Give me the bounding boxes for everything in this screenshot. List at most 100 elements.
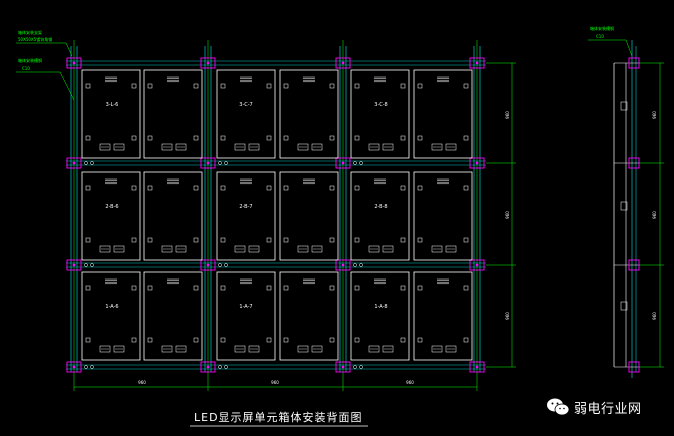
latch-br — [193, 237, 199, 243]
connector — [297, 345, 309, 353]
latch-tl — [417, 285, 423, 291]
latch-tr — [266, 285, 272, 291]
connector — [234, 143, 246, 151]
latch-tl — [220, 185, 226, 191]
bolt-1-0 — [72, 161, 76, 165]
bracket-2-3 — [469, 259, 485, 271]
bracket-2-1 — [200, 259, 216, 271]
latch-tr — [193, 185, 199, 191]
latch-tr — [463, 185, 469, 191]
connector — [311, 245, 323, 253]
cabinet-cells — [81, 69, 473, 361]
bracket-3-1 — [200, 361, 216, 373]
connector — [248, 345, 260, 353]
anchor-hole-m-2-2 — [353, 365, 357, 369]
connector — [161, 345, 173, 353]
latch-tl — [85, 185, 91, 191]
cabinet-r1c1 — [81, 69, 141, 159]
led-screen-frame — [16, 39, 633, 391]
latch-bl — [417, 135, 423, 141]
connector — [431, 345, 443, 353]
latch-tl — [220, 83, 226, 89]
connector — [297, 143, 309, 151]
latch-br — [329, 135, 335, 141]
connector — [175, 345, 187, 353]
anchor-hole-0-1 — [90, 161, 94, 165]
connector — [175, 143, 187, 151]
cabinet-outline — [413, 271, 473, 361]
latch-tr — [266, 83, 272, 89]
dimension-labels: 960 960 960 960 960 960 960 960 960 — [138, 111, 657, 385]
latch-tr — [329, 83, 335, 89]
dim-bottom-2: 960 — [271, 380, 279, 385]
connector — [113, 143, 125, 151]
latch-bl — [147, 237, 153, 243]
latch-bl — [220, 337, 226, 343]
cabinet-outline — [350, 271, 410, 361]
connector — [382, 245, 394, 253]
latch-br — [266, 237, 272, 243]
anchor-hole-m-2-1 — [224, 365, 228, 369]
bracket-1-0 — [66, 157, 82, 169]
latch-bl — [283, 237, 289, 243]
latch-bl — [147, 135, 153, 141]
cabinet-r1c4 — [279, 69, 339, 159]
bracket-3-3 — [469, 361, 485, 373]
anchor-hole-m-2-3 — [359, 365, 363, 369]
cabinet-r1c2 — [143, 69, 203, 159]
cabinet-r3c5 — [350, 271, 410, 361]
side-bracket-2 — [628, 259, 640, 271]
bracket-0-1 — [200, 57, 216, 69]
connector — [445, 245, 457, 253]
cabinet-outline — [413, 171, 473, 261]
cabinet-r2c3 — [216, 171, 276, 261]
dim-side-3: 960 — [652, 312, 657, 320]
connector — [431, 143, 443, 151]
latch-bl — [220, 135, 226, 141]
anchor-hole-m-1-1 — [224, 263, 228, 267]
connector — [99, 143, 111, 151]
cabinet-outline — [413, 69, 473, 159]
connector — [382, 345, 394, 353]
module-label-r3c3: 1-A-8 — [374, 304, 387, 310]
side-bracket-3 — [628, 361, 640, 373]
watermark: 弱电行业网 — [546, 396, 642, 418]
callout-right-line1: 箱体安装槽钢 — [590, 25, 614, 31]
latch-br — [463, 135, 469, 141]
anchor-hole-0-0 — [84, 161, 88, 165]
latch-tr — [131, 185, 137, 191]
latch-bl — [354, 135, 360, 141]
anchor-hole-m-0-0 — [218, 161, 222, 165]
latch-tl — [283, 285, 289, 291]
cabinet-outline — [81, 171, 141, 261]
bolt-2-1 — [206, 263, 210, 267]
latch-tr — [329, 285, 335, 291]
latch-br — [463, 337, 469, 343]
bracket-1-1 — [200, 157, 216, 169]
side-handle-1 — [620, 201, 628, 211]
cabinet-r3c2 — [143, 271, 203, 361]
connector — [445, 143, 457, 151]
dim-right-3: 960 — [505, 312, 510, 320]
cabinet-outline — [81, 69, 141, 159]
latch-tl — [354, 185, 360, 191]
latch-bl — [417, 337, 423, 343]
side-elevation-view — [613, 40, 664, 378]
cabinet-outline — [143, 171, 203, 261]
callout-left-1-line1: 箱体安装支架 — [18, 29, 42, 35]
module-label-r3c1: 1-A-6 — [105, 304, 118, 310]
latch-br — [400, 337, 406, 343]
latch-tl — [147, 285, 153, 291]
connector — [234, 245, 246, 253]
module-label-r1c2: 3-C-7 — [239, 102, 252, 108]
callout-leader-right — [588, 39, 633, 57]
cabinet-r2c2 — [143, 171, 203, 261]
latch-tr — [463, 285, 469, 291]
latch-tr — [266, 185, 272, 191]
latch-bl — [220, 237, 226, 243]
connector — [175, 245, 187, 253]
latch-tr — [329, 185, 335, 191]
cabinet-r2c1 — [81, 171, 141, 261]
latch-br — [131, 135, 137, 141]
cabinet-r2c4 — [279, 171, 339, 261]
